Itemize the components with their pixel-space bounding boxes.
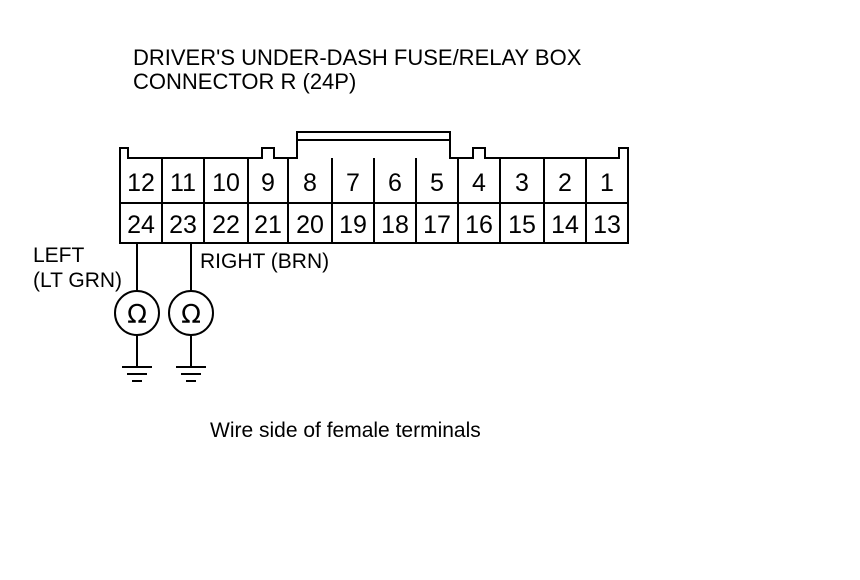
pin-21: 21	[254, 211, 282, 239]
pin-8: 8	[303, 169, 317, 197]
pin-24: 24	[127, 211, 155, 239]
left-probe-label-line1: LEFT	[33, 244, 85, 267]
pin-17: 17	[423, 211, 451, 239]
pin-14: 14	[551, 211, 579, 239]
pin-16: 16	[465, 211, 493, 239]
pin-11: 11	[170, 169, 196, 197]
left-ohm-symbol: Ω	[127, 300, 147, 330]
pin-5: 5	[430, 169, 444, 197]
diagram-title-line1: DRIVER'S UNDER-DASH FUSE/RELAY BOX	[133, 45, 582, 70]
pin-4: 4	[472, 169, 486, 197]
pin-15: 15	[508, 211, 536, 239]
pin-1: 1	[600, 169, 614, 197]
connector-outline	[119, 131, 629, 244]
right-ohm-symbol: Ω	[181, 300, 201, 330]
pin-22: 22	[212, 211, 240, 239]
pin-13: 13	[593, 211, 621, 239]
pin-10: 10	[212, 169, 240, 197]
pin-23: 23	[169, 211, 197, 239]
pin-9: 9	[261, 169, 275, 197]
pin-18: 18	[381, 211, 409, 239]
right-ground-icon	[176, 366, 206, 382]
right-probe-label: RIGHT (BRN)	[200, 250, 329, 273]
pin-2: 2	[558, 169, 572, 197]
column-dividers	[161, 158, 587, 243]
pin-19: 19	[339, 211, 367, 239]
diagram-title-line2: CONNECTOR R (24P)	[133, 69, 356, 94]
bottom-pin-row: 24 23 22 21 20 19 18 17 16 15 14 13	[127, 211, 621, 239]
left-ground-icon	[122, 366, 152, 382]
pin-20: 20	[296, 211, 324, 239]
diagram-caption: Wire side of female terminals	[210, 419, 481, 442]
left-probe-label-line2: (LT GRN)	[33, 269, 122, 292]
pin-7: 7	[346, 169, 360, 197]
pin-12: 12	[127, 169, 155, 197]
pin-3: 3	[515, 169, 529, 197]
pin-6: 6	[388, 169, 402, 197]
